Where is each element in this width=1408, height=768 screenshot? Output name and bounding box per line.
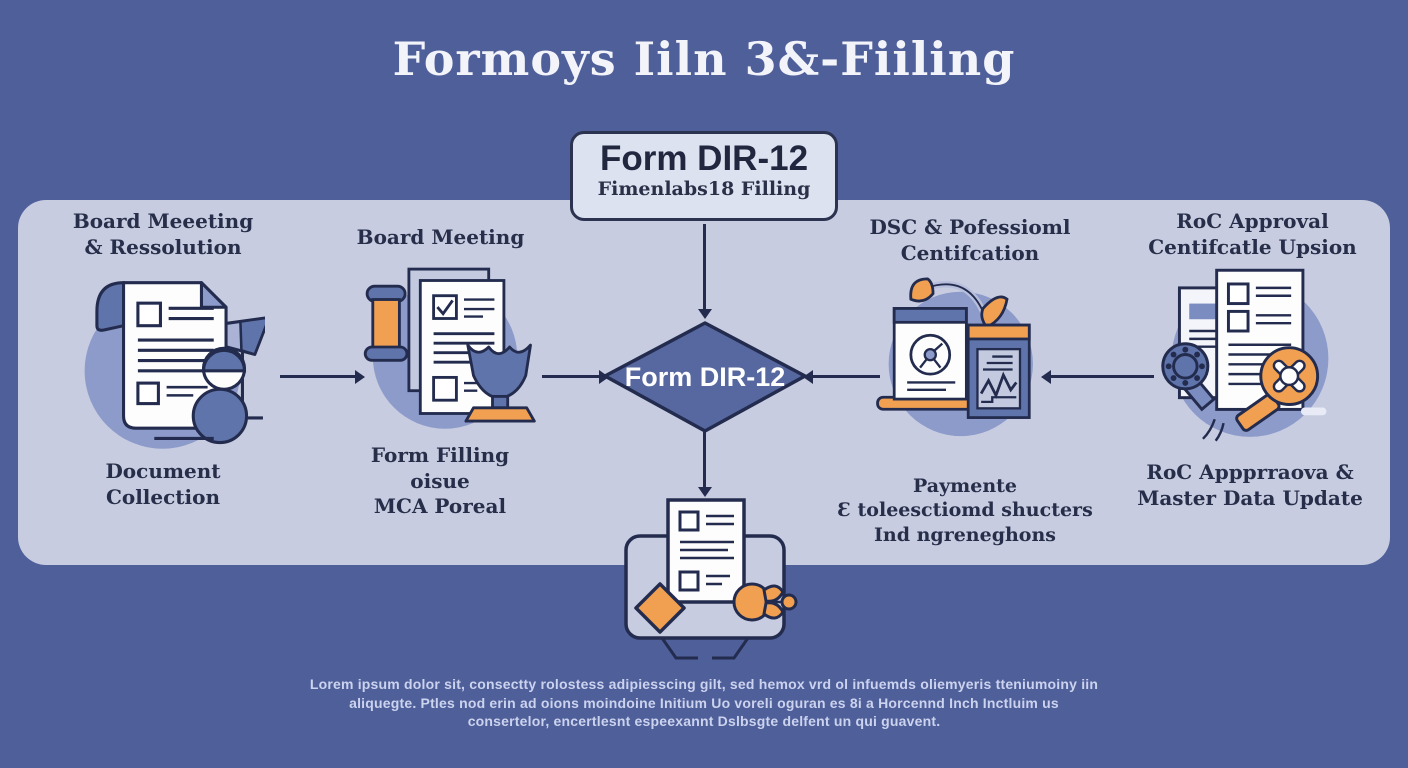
document-person-lamp-icon [60, 266, 265, 451]
documents-magnifier-gear-icon [1152, 258, 1348, 454]
station-header-board-meeting: Board Meeting [356, 225, 525, 249]
station-caption-form-filling-mca-portal: Form Filling oisue MCA Poreal [370, 443, 510, 519]
footer-line-1: Lorem ipsum dolor sit, consectty roloste… [309, 676, 1099, 692]
form-dir12-box-title: Form DIR-12 [599, 139, 809, 178]
station-caption-payment: Paymente Ɛ toleesctiomd shucters Ind ngr… [837, 475, 1093, 546]
arrow-step2-to-diamond [542, 369, 609, 384]
monitor-document-share-icon [598, 496, 812, 671]
page-title: Formoys Iiln 3&-Fiiling [392, 32, 1016, 86]
footer-line-3: consertelor, encertlesnt espeexannt Dslb… [467, 713, 941, 729]
arrow-step3-to-diamond [803, 369, 880, 384]
station-caption-master-data-update: RoC Appprraova & Master Data Update [1137, 460, 1363, 510]
footer-paragraph: Lorem ipsum dolor sit, consectty roloste… [0, 675, 1408, 731]
arrow-box-to-diamond [697, 224, 712, 319]
decision-diamond-label: Form DIR-12 [624, 361, 786, 392]
document-gavel-stamp-icon [350, 258, 540, 436]
station-caption-document-collection: Document Collection [105, 459, 221, 509]
arrow-diamond-to-output [697, 432, 712, 497]
form-dir12-box: Form DIR-12 Fimenlabs18 Filling [570, 131, 838, 221]
station-header-dsc-certification: DSC & Pofessioml Centifcation [869, 215, 1071, 265]
footer-line-2: aliquegte. Ptles nod erin ad oions moind… [349, 694, 1059, 711]
arrow-step1-to-step2 [280, 369, 365, 384]
arrow-step4-to-step3 [1041, 369, 1154, 384]
station-header-board-meeting-resolution: Board Meeeting & Ressolution [72, 209, 254, 259]
form-dir12-box-subtitle: Fimenlabs18 Filling [597, 177, 811, 200]
station-header-roc-approval: RoC Approval Centifcatle Upsion [1148, 209, 1357, 259]
certificate-pen-report-icon [872, 266, 1057, 448]
